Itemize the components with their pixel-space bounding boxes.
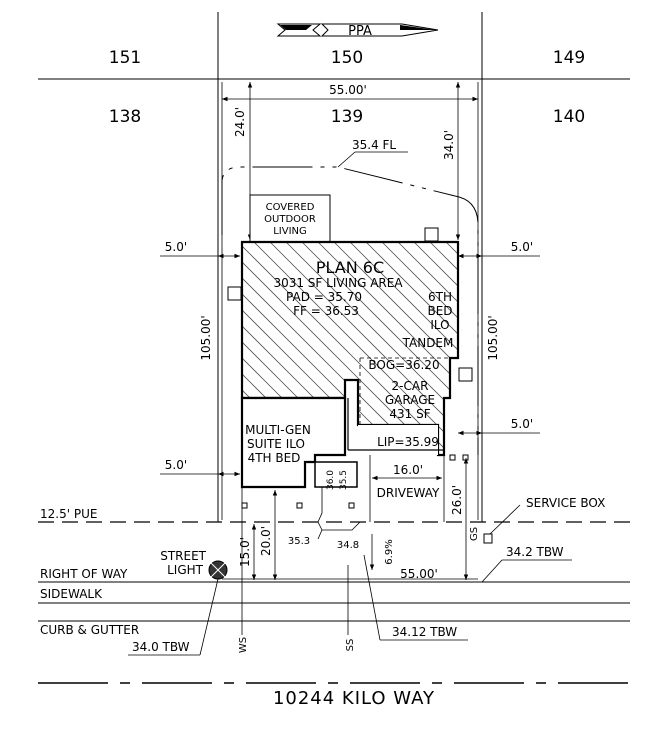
sidewalk-label: SIDEWALK	[40, 587, 103, 601]
hatch-line	[0, 242, 202, 462]
hatch-line	[381, 242, 458, 455]
lot-138: 138	[109, 107, 141, 127]
side-right-bottom: 5.0'	[511, 417, 533, 431]
hatch-line	[590, 242, 657, 462]
side-left-bottom: 5.0'	[165, 458, 187, 472]
hatch-line	[478, 242, 657, 462]
ws-label: WS	[238, 637, 249, 653]
ss-label: SS	[345, 639, 356, 652]
garage-label-3: 431 SF	[389, 407, 430, 421]
pad-elevation: PAD = 35.70	[286, 290, 362, 304]
plan-name: PLAN 6C	[316, 258, 384, 277]
walkway	[317, 487, 361, 531]
sixth-bed-1: 6TH	[428, 290, 452, 304]
hatch-line	[333, 242, 458, 455]
side-right-top: 5.0'	[511, 240, 533, 254]
slope-label: 6.9%	[384, 539, 395, 564]
hatch-line	[397, 242, 458, 455]
dim-rear-setback: 24.0'	[233, 107, 247, 137]
elev-35-3: 35.3	[288, 536, 310, 547]
hatch-line	[301, 242, 458, 455]
hatch-line	[558, 242, 657, 462]
hatch-line	[365, 242, 458, 455]
elev-35-5: 35.5	[339, 470, 349, 490]
hatch-line	[429, 242, 458, 455]
lot-150: 150	[331, 48, 363, 68]
lot-depth-right: 105.00'	[486, 315, 500, 360]
driveway-width: 16.0'	[393, 463, 423, 477]
north-arrow-label: PPA	[348, 24, 372, 39]
tbw-center: 34.12 TBW	[392, 625, 457, 639]
hatch-line	[542, 242, 657, 462]
sixth-bed-2: BED	[427, 304, 452, 318]
hatch-line	[317, 242, 458, 455]
street-light-icon	[208, 560, 228, 580]
sixth-bed-3: ILO	[430, 318, 449, 332]
multi-gen-3: 4TH BED	[248, 451, 301, 465]
service-box-label: SERVICE BOX	[526, 496, 605, 510]
garage-label-1: 2-CAR	[392, 379, 429, 393]
hatch-line	[349, 242, 458, 455]
multi-gen-2: SUITE ILO	[247, 437, 305, 451]
lot-depth-left: 105.00'	[199, 315, 213, 360]
street-light-label-2: LIGHT	[167, 563, 204, 577]
side-left-top: 5.0'	[165, 240, 187, 254]
street-name: 10244 KILO WAY	[273, 688, 435, 709]
driveway-label: DRIVEWAY	[377, 486, 440, 500]
dim-width-bottom: 55.00'	[400, 567, 438, 581]
service-box-icon	[483, 533, 493, 544]
lip-elevation: LIP=35.99	[377, 435, 439, 449]
sixth-bed-4: TANDEM	[402, 336, 454, 350]
covered-label-2: OUTDOOR	[264, 214, 316, 225]
street-light-label-1: STREET	[160, 549, 206, 563]
living-area: 3031 SF LIVING AREA	[273, 276, 403, 290]
tbw-right: 34.2 TBW	[506, 545, 564, 559]
dim-width-top: 55.00'	[329, 83, 367, 97]
hatch-line	[638, 242, 657, 462]
hatch-line	[413, 242, 458, 455]
covered-outdoor-living	[249, 194, 331, 243]
pue-to-row: 15.0'	[238, 537, 252, 567]
curb-label: CURB & GUTTER	[40, 623, 139, 637]
house-footprint	[0, 227, 657, 509]
elev-36-0: 36.0	[326, 470, 336, 490]
hatch-line	[285, 242, 458, 455]
lot-140: 140	[553, 107, 585, 127]
covered-label-3: LIVING	[273, 226, 307, 237]
multi-gen-1: MULTI-GEN	[245, 423, 311, 437]
row-label: RIGHT OF WAY	[40, 567, 128, 581]
flowline-leader	[337, 151, 356, 168]
gs-label: GS	[469, 527, 480, 541]
dim-rear-right: 34.0'	[442, 130, 456, 160]
covered-label-1: COVERED	[266, 202, 315, 213]
hatch-line	[242, 242, 267, 455]
hatch-line	[242, 242, 251, 455]
hatch-line	[606, 242, 657, 462]
lot-139: 139	[331, 107, 363, 127]
bog-elevation: BOG=36.20	[368, 358, 439, 372]
front-setback-left: 20.0'	[259, 526, 273, 556]
garage-label-2: GARAGE	[385, 393, 435, 407]
ff-elevation: FF = 36.53	[293, 304, 359, 318]
hatch-line	[622, 242, 657, 462]
elev-34-8: 34.8	[337, 540, 359, 551]
lot-149: 149	[553, 48, 585, 68]
front-setback-right: 26.0'	[450, 485, 464, 515]
flowline-label: 35.4 FL	[352, 138, 396, 152]
lot-151: 151	[109, 48, 141, 68]
north-arrow-icon: PPA	[276, 23, 439, 39]
hatch-line	[0, 242, 218, 462]
hatch-line	[526, 242, 657, 462]
pue-label: 12.5' PUE	[40, 507, 97, 521]
tbw-left: 34.0 TBW	[132, 640, 190, 654]
flowline	[221, 166, 479, 455]
hatch-line	[574, 242, 657, 462]
